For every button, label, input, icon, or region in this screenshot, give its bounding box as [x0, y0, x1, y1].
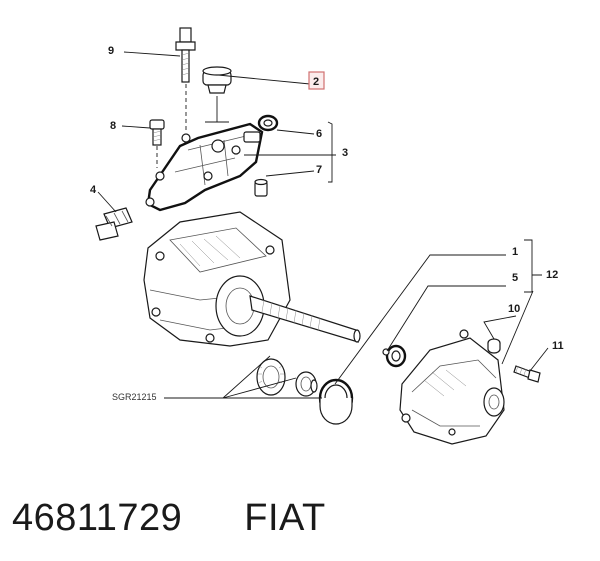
mount-line-2 — [205, 96, 229, 123]
sensor-part-4 — [95, 207, 133, 241]
callout-10: 10 — [508, 303, 520, 315]
callout-7: 7 — [316, 164, 322, 176]
gear-ring — [256, 358, 286, 396]
callout-4: 4 — [90, 184, 97, 196]
callout-12: 12 — [546, 269, 558, 281]
leader-lines — [97, 51, 549, 399]
part-caption: 46811729 FIAT — [12, 488, 326, 548]
bolt-part-9 — [175, 27, 196, 83]
plug-part-10 — [487, 338, 501, 354]
callout-9: 9 — [108, 45, 114, 57]
brand-name: FIAT — [244, 496, 326, 539]
callout-2: 2 — [313, 76, 319, 88]
callout-3: 3 — [342, 147, 348, 159]
callout-6: 6 — [316, 128, 322, 140]
pin-part-7 — [254, 178, 268, 197]
gearbox-housing — [143, 211, 291, 347]
cap-part-2 — [202, 66, 232, 94]
bolt-part-11 — [513, 365, 541, 383]
part-number: 46811729 — [12, 496, 183, 539]
callout-11: 11 — [552, 340, 564, 352]
callout-1: 1 — [512, 246, 518, 258]
transfer-housing — [399, 329, 505, 445]
callout-labels: 9 2 8 6 3 7 4 1 5 12 10 11 SGR21215 — [90, 45, 564, 402]
o-ring-part-5 — [382, 344, 407, 368]
seal-part-6 — [257, 114, 279, 132]
output-shaft — [249, 295, 361, 343]
bolt-part-8 — [149, 119, 165, 146]
callout-2-highlight — [308, 71, 325, 90]
callout-8: 8 — [110, 120, 116, 132]
cover-part-3 — [145, 122, 264, 212]
exploded-parts-diagram: 9 2 8 6 3 7 4 1 5 12 10 11 SGR21215 — [90, 27, 564, 445]
callout-5: 5 — [512, 272, 518, 284]
bearing-race — [318, 378, 354, 425]
needle-bearing — [295, 371, 318, 397]
reference-code: SGR21215 — [112, 392, 157, 402]
